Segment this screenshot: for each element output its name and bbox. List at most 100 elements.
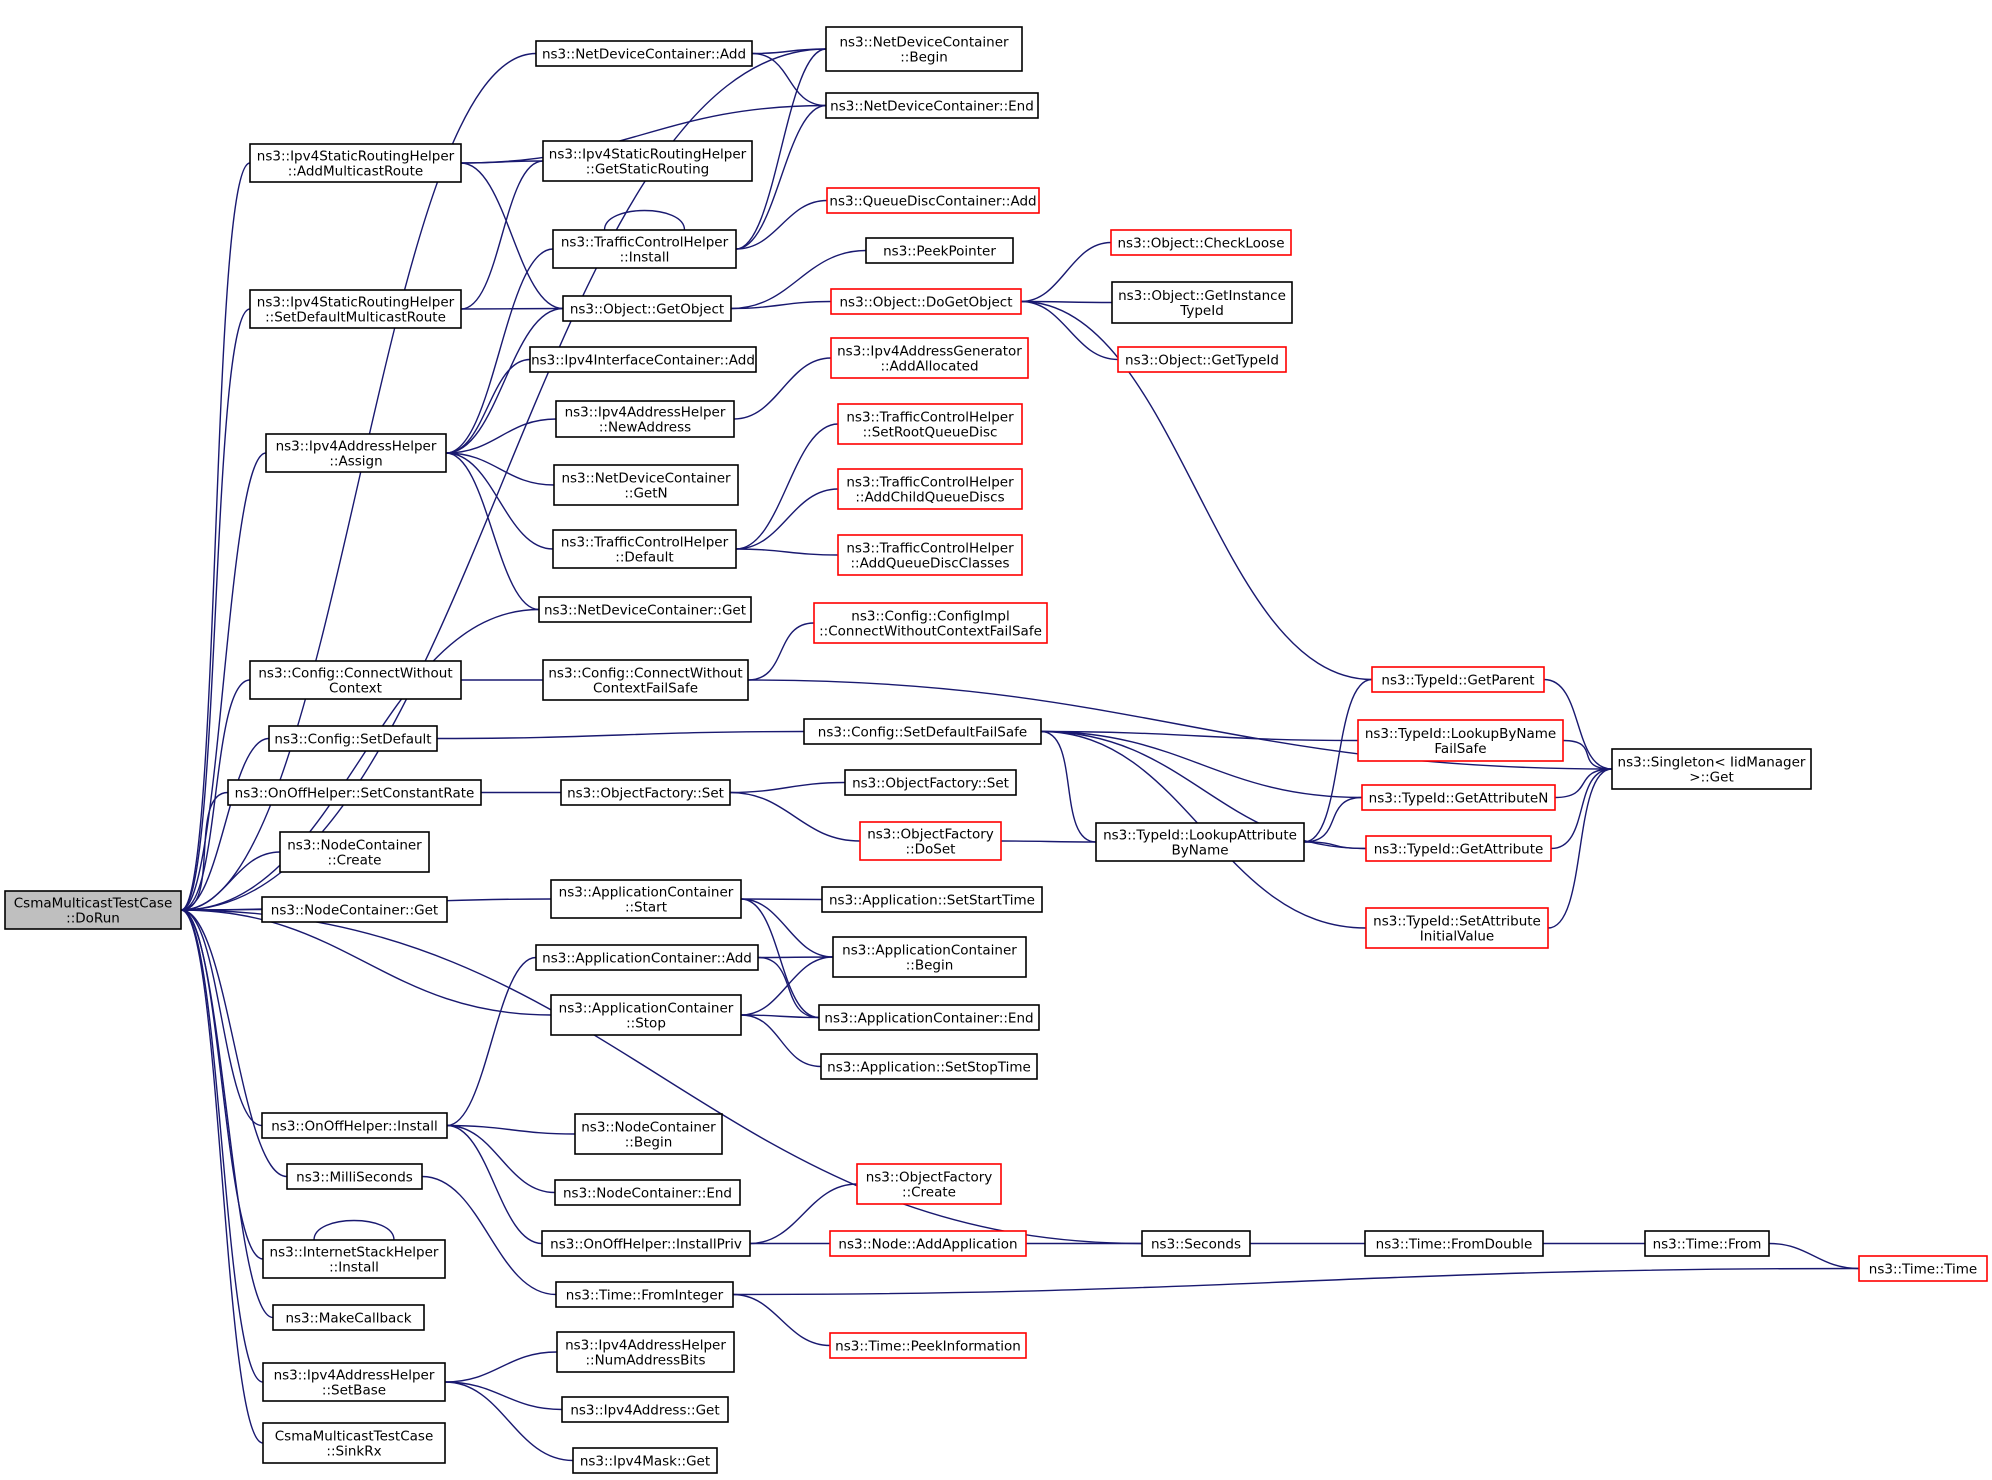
function-node-set-def-mc-route[interactable]: ns3::Ipv4StaticRoutingHelper::SetDefault… <box>249 289 462 329</box>
function-node-seconds[interactable]: ns3::Seconds <box>1141 1230 1251 1257</box>
function-node-get-object[interactable]: ns3::Object::GetObject <box>562 295 732 322</box>
node-label: ns3::Object::GetInstance <box>1118 288 1286 304</box>
function-node-set-default-f-s[interactable]: ns3::Config::SetDefaultFailSafe <box>803 718 1042 745</box>
function-node-ndc-add[interactable]: ns3::NetDeviceContainer::Add <box>535 40 753 67</box>
function-node-sink-rx[interactable]: CsmaMulticastTestCase::SinkRx <box>262 1422 446 1464</box>
function-node-ipv4-mask-get[interactable]: ns3::Ipv4Mask::Get <box>572 1447 718 1474</box>
call-edge <box>313 1219 395 1241</box>
function-node-get-type-id[interactable]: ns3::Object::GetTypeId <box>1117 346 1287 373</box>
function-node-ooh-install[interactable]: ns3::OnOffHelper::Install <box>261 1112 448 1139</box>
function-node-ac-begin[interactable]: ns3::ApplicationContainer::Begin <box>832 936 1027 978</box>
node-label: ns3::TypeId::GetAttribute <box>1374 842 1544 858</box>
function-node-get-attribute-n[interactable]: ns3::TypeId::GetAttributeN <box>1361 784 1556 811</box>
function-node-app-set-start-time[interactable]: ns3::Application::SetStartTime <box>821 886 1043 913</box>
function-node-get-parent[interactable]: ns3::TypeId::GetParent <box>1371 666 1545 693</box>
function-node-ipv4-ifc-add[interactable]: ns3::Ipv4InterfaceContainer::Add <box>529 346 757 373</box>
function-node-ac-end[interactable]: ns3::ApplicationContainer::End <box>818 1004 1040 1031</box>
function-node-add-child-q-d[interactable]: ns3::TrafficControlHelper::AddChildQueue… <box>837 468 1023 510</box>
function-node-node-add-app[interactable]: ns3::Node::AddApplication <box>829 1230 1027 1257</box>
function-node-tch-install[interactable]: ns3::TrafficControlHelper::Install <box>552 229 737 269</box>
function-node-of-do-set[interactable]: ns3::ObjectFactory::DoSet <box>859 821 1002 861</box>
node-label: ::SetRootQueueDisc <box>863 425 998 441</box>
function-node-set-const-rate[interactable]: ns3::OnOffHelper::SetConstantRate <box>227 779 482 806</box>
function-node-conn-w-o-ctx-f-s_impl[interactable]: ns3::Config::ConfigImpl::ConnectWithoutC… <box>813 602 1048 644</box>
function-node-addr-gen-alloc[interactable]: ns3::Ipv4AddressGenerator::AddAllocated <box>830 337 1029 379</box>
function-node-add-q-d-classes[interactable]: ns3::TrafficControlHelper::AddQueueDiscC… <box>837 534 1023 576</box>
function-node-set-default[interactable]: ns3::Config::SetDefault <box>268 725 438 752</box>
function-node-peek-pointer[interactable]: ns3::PeekPointer <box>865 237 1014 264</box>
node-label: ns3::ApplicationContainer <box>842 943 1017 959</box>
function-node-add-mc-route[interactable]: ns3::Ipv4StaticRoutingHelper::AddMultica… <box>249 143 462 183</box>
function-node-time-from-double[interactable]: ns3::Time::FromDouble <box>1364 1230 1544 1257</box>
function-node-time-from[interactable]: ns3::Time::From <box>1644 1230 1770 1257</box>
function-node-set-base[interactable]: ns3::Ipv4AddressHelper::SetBase <box>262 1362 446 1402</box>
call-edge <box>729 781 846 794</box>
function-node-nc-end[interactable]: ns3::NodeContainer::End <box>554 1179 741 1206</box>
call-edge <box>1550 768 1613 850</box>
function-node-root[interactable]: CsmaMulticastTestCase::DoRun <box>4 890 182 930</box>
function-node-nc-get[interactable]: ns3::NodeContainer::Get <box>261 896 448 923</box>
node-label: ::Assign <box>329 454 382 470</box>
node-label: ns3::OnOffHelper::InstallPriv <box>550 1237 742 1253</box>
function-node-ndc-get[interactable]: ns3::NetDeviceContainer::Get <box>538 596 752 623</box>
function-node-milli-seconds[interactable]: ns3::MilliSeconds <box>286 1163 423 1190</box>
function-node-ooh-install-priv[interactable]: ns3::OnOffHelper::InstallPriv <box>541 1230 751 1257</box>
function-node-set-root-q-d[interactable]: ns3::TrafficControlHelper::SetRootQueueD… <box>837 403 1023 445</box>
function-node-num-addr-bits[interactable]: ns3::Ipv4AddressHelper::NumAddressBits <box>556 1331 735 1373</box>
function-node-conn-w-o-ctx-f-s[interactable]: ns3::Config::ConnectWithoutContextFailSa… <box>542 659 749 701</box>
call-edge <box>445 452 555 486</box>
node-label: ::SetBase <box>322 1383 386 1399</box>
function-node-ac-start[interactable]: ns3::ApplicationContainer::Start <box>550 879 742 919</box>
function-node-make-callback[interactable]: ns3::MakeCallback <box>272 1304 425 1331</box>
function-node-of-set[interactable]: ns3::ObjectFactory::Set <box>560 779 731 806</box>
function-node-time-time[interactable]: ns3::Time::Time <box>1858 1255 1988 1282</box>
node-label: ::Begin <box>625 1135 673 1151</box>
node-label: ns3::Config::ConfigImpl <box>851 609 1009 625</box>
function-node-new-address[interactable]: ns3::Ipv4AddressHelper::NewAddress <box>555 400 735 438</box>
function-node-tch-default[interactable]: ns3::TrafficControlHelper::Default <box>552 529 737 569</box>
function-node-of-create[interactable]: ns3::ObjectFactory::Create <box>856 1163 1002 1205</box>
function-node-ndc-get-n[interactable]: ns3::NetDeviceContainer::GetN <box>553 464 739 506</box>
function-node-time-peek-info[interactable]: ns3::Time::PeekInformation <box>829 1332 1027 1359</box>
function-node-ndc-begin[interactable]: ns3::NetDeviceContainer::Begin <box>825 26 1023 72</box>
function-node-ipv4-addr-get[interactable]: ns3::Ipv4Address::Get <box>561 1396 729 1423</box>
function-node-ac-add[interactable]: ns3::ApplicationContainer::Add <box>535 944 759 971</box>
node-label: ns3::Ipv4Address::Get <box>570 1403 719 1419</box>
node-label: CsmaMulticastTestCase <box>14 896 173 912</box>
node-label: ns3::QueueDiscContainer::Add <box>829 194 1036 210</box>
call-edge <box>735 488 839 550</box>
function-node-get-attribute[interactable]: ns3::TypeId::GetAttribute <box>1365 835 1552 862</box>
node-label: ns3::ApplicationContainer::Add <box>542 951 752 967</box>
node-label: ns3::Time::FromDouble <box>1376 1237 1533 1253</box>
node-label: ns3::Ipv4AddressHelper <box>274 1368 435 1384</box>
call-edge <box>446 1124 576 1135</box>
function-node-nc-create[interactable]: ns3::NodeContainer::Create <box>279 831 430 873</box>
function-node-ndc-end[interactable]: ns3::NetDeviceContainer::End <box>825 92 1039 119</box>
function-node-app-set-stop-time[interactable]: ns3::Application::SetStopTime <box>820 1053 1038 1080</box>
function-node-qdc-add[interactable]: ns3::QueueDiscContainer::Add <box>826 187 1040 214</box>
function-node-ac-stop[interactable]: ns3::ApplicationContainer::Stop <box>550 994 742 1036</box>
call-edge <box>1547 768 1613 929</box>
node-label: FailSafe <box>1434 741 1486 757</box>
node-label: ByName <box>1171 843 1228 859</box>
function-node-get-static-routing[interactable]: ns3::Ipv4StaticRoutingHelper::GetStaticR… <box>542 140 753 182</box>
function-node-singleton-get[interactable]: ns3::Singleton< IidManager >::Get <box>1611 748 1812 790</box>
function-node-of-set2[interactable]: ns3::ObjectFactory::Set <box>844 769 1017 796</box>
function-node-do-get-object[interactable]: ns3::Object::DoGetObject <box>830 288 1022 315</box>
function-node-time-from-integer[interactable]: ns3::Time::FromInteger <box>555 1281 734 1308</box>
function-node-assign[interactable]: ns3::Ipv4AddressHelper::Assign <box>265 433 447 473</box>
function-node-ish-install[interactable]: ns3::InternetStackHelper::Install <box>262 1239 446 1279</box>
function-node-nc-begin[interactable]: ns3::NodeContainer::Begin <box>574 1113 723 1155</box>
call-edge <box>1000 840 1097 843</box>
function-node-conn-w-o-ctx[interactable]: ns3::Config::ConnectWithoutContext <box>249 660 462 700</box>
function-node-check-loose[interactable]: ns3::Object::CheckLoose <box>1110 229 1292 256</box>
call-edge <box>740 898 820 1019</box>
node-label: ::SinkRx <box>326 1444 381 1460</box>
call-edge <box>421 1175 557 1296</box>
call-edge <box>735 199 828 250</box>
call-edge <box>1562 739 1613 770</box>
